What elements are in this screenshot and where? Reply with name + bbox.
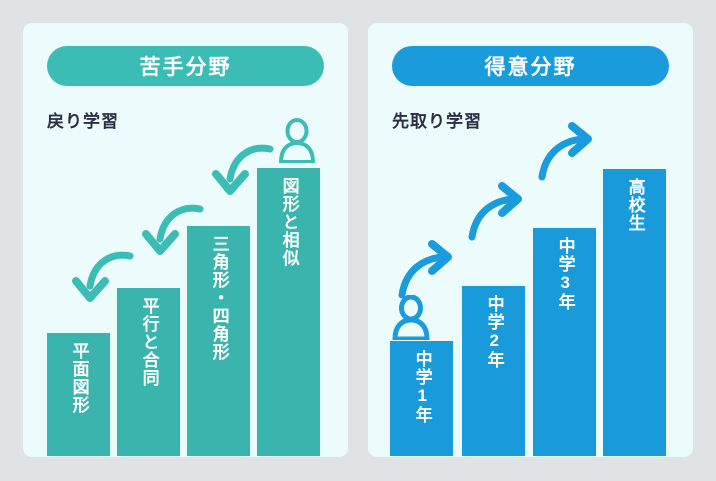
person-outline-icon [279, 118, 315, 163]
bar-label: 平面図形 [69, 342, 89, 414]
bar-weak-1: 平面図形 [47, 333, 110, 456]
panel-weak-subjects: 苦手分野 戻り学習 平面図形 [23, 23, 348, 457]
arrow-up-right-3 [538, 122, 592, 181]
panel-subheading-strong: 先取り学習 [392, 112, 482, 131]
panel-title-text: 得意分野 [484, 56, 577, 79]
person-filled-icon [392, 295, 430, 340]
arrow-down-left-3 [212, 144, 274, 195]
arrow-down-left-1 [72, 251, 134, 302]
bar-label: 図形と相似 [279, 177, 299, 267]
bar-strong-2: 中学2年 [462, 286, 525, 456]
bar-label: 中学1年 [412, 350, 432, 424]
panel-title-text: 苦手分野 [139, 56, 232, 79]
bar-strong-3: 中学3年 [533, 228, 596, 456]
arrow-up-right-2 [468, 182, 522, 241]
bar-label: 中学2年 [484, 295, 504, 369]
bar-label: 三角形・四角形 [209, 235, 229, 361]
panel-strong-subjects: 得意分野 先取り学習 中学1年 [368, 23, 693, 457]
bar-label: 高校生 [625, 178, 645, 232]
bar-label: 平行と合同 [139, 297, 159, 387]
arrow-up-right-1 [398, 240, 452, 299]
bar-label: 中学3年 [555, 237, 575, 311]
bar-weak-3: 三角形・四角形 [187, 226, 250, 456]
bar-weak-4: 図形と相似 [257, 168, 320, 456]
bar-strong-1: 中学1年 [390, 341, 453, 456]
panel-title-pill-weak: 苦手分野 [47, 46, 324, 86]
bar-strong-4: 高校生 [603, 169, 666, 456]
panel-subheading-weak: 戻り学習 [47, 112, 119, 131]
bar-chart-weak: 平面図形 平行と合同 三角形・四角形 図形と相似 [23, 23, 348, 457]
panel-title-pill-strong: 得意分野 [392, 46, 669, 86]
bar-chart-strong: 中学1年 中学2年 中学3年 高校生 [368, 23, 693, 457]
arrow-down-left-2 [142, 204, 204, 255]
bar-weak-2: 平行と合同 [117, 288, 180, 456]
